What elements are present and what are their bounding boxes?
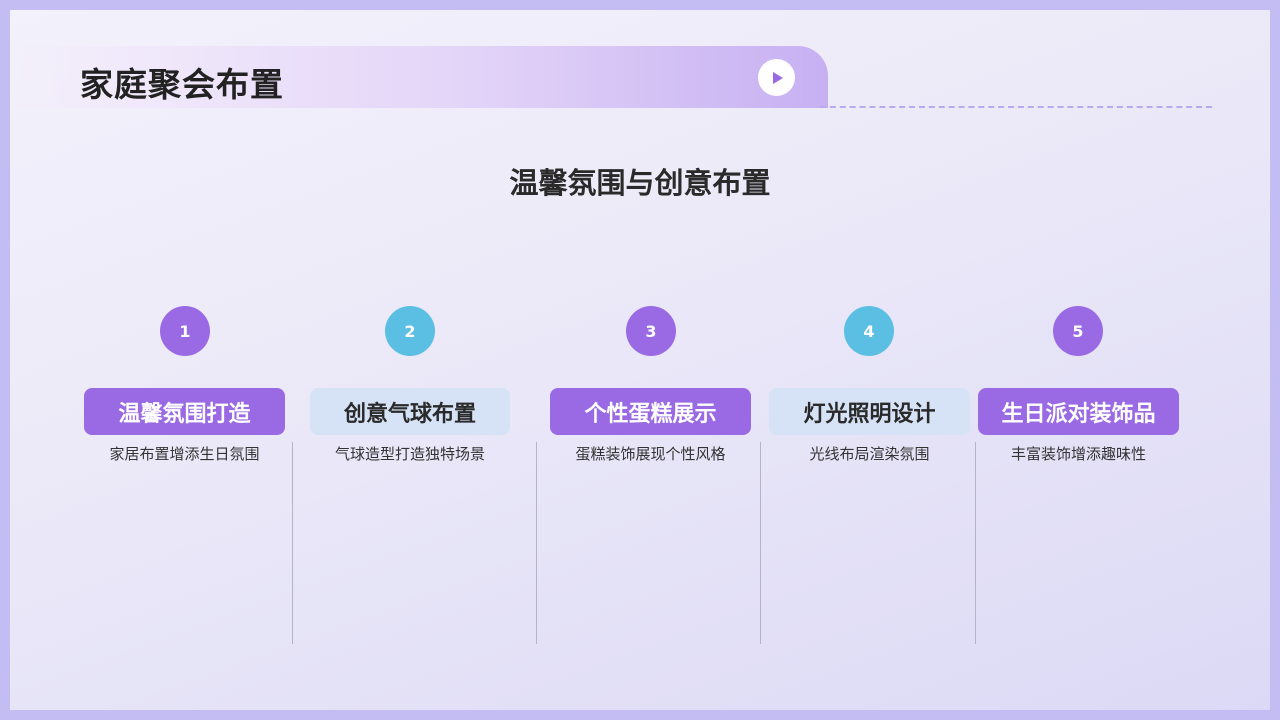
step-number-2: 2 (385, 306, 435, 356)
item-label-5: 生日派对装饰品 (978, 388, 1179, 435)
item-desc-5: 丰富装饰增添趣味性 (1010, 445, 1146, 463)
step-number-5: 5 (1053, 306, 1103, 356)
page-title: 家庭聚会布置 (80, 65, 284, 104)
item-desc-4: 光线布局渲染氛围 (809, 445, 930, 463)
item-desc-1: 家居布置增添生日氛围 (109, 445, 260, 463)
item-label-3: 个性蛋糕展示 (550, 388, 751, 435)
title-band (10, 46, 828, 108)
step-number-3: 3 (626, 306, 676, 356)
item-label-2: 创意气球布置 (310, 388, 510, 435)
step-number-1: 1 (160, 306, 210, 356)
play-icon (772, 71, 783, 84)
item-desc-3: 蛋糕装饰展现个性风格 (575, 445, 726, 463)
divider-line-4 (975, 442, 976, 644)
dashed-divider (820, 106, 1212, 108)
divider-line-2 (536, 442, 537, 644)
divider-line-1 (292, 442, 293, 644)
section-subtitle: 温馨氛围与创意布置 (509, 166, 771, 200)
item-label-1: 温馨氛围打造 (84, 388, 285, 435)
item-label-4: 灯光照明设计 (769, 388, 970, 435)
item-desc-2: 气球造型打造独特场景 (334, 445, 485, 463)
step-number-4: 4 (844, 306, 894, 356)
slide: 家庭聚会布置 温馨氛围与创意布置 1 温馨氛围打造 家居布置增添生日氛围 2 创… (10, 10, 1270, 710)
divider-line-3 (760, 442, 761, 644)
play-button[interactable] (758, 59, 795, 96)
